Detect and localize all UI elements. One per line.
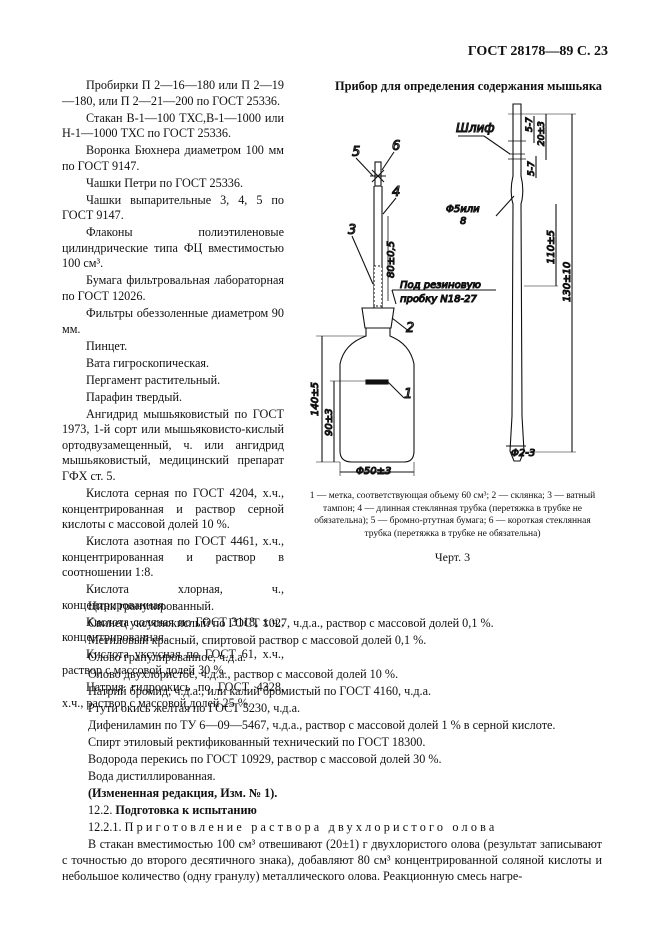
volume-mark (365, 379, 389, 385)
list-item: Пинцет. (86, 338, 128, 353)
dim-5-7-mid: 5-7 (527, 161, 537, 176)
list-item: Олово двухлористое, ч.д.а., раствор с ма… (88, 667, 399, 681)
figure-title: Прибор для определения содержания мышьяк… (335, 79, 602, 93)
list-item: Вата гигроскопическая. (86, 355, 210, 370)
reagent-list-full: Цинк гранулированный. Свинец уксуснокисл… (62, 598, 602, 885)
list-item: Чашки Петри по ГОСТ 25336. (86, 175, 244, 190)
list-item: Натрия гидроокись по ГОСТ 4328, х.ч., ра… (62, 680, 284, 710)
section-heading: 12.2. Подготовка к испытанию (62, 802, 602, 818)
list-item: Натрий бромид, ч.д.а., или калий бромист… (88, 684, 432, 698)
short-tube (374, 161, 382, 187)
label-6: 6 (392, 139, 400, 154)
list-item: Пергамент растительный. (86, 372, 221, 387)
list-item: Свинец уксуснокислый по ГОСТ 1027, ч.д.а… (88, 616, 494, 630)
list-item: Дифениламин по ТУ 6—09—5467, ч.д.а., рас… (88, 718, 556, 732)
flask-outline (339, 320, 415, 463)
list-item: Стакан В-1—100 ТХС,В-1—1000 или Н-1—1000… (62, 110, 284, 141)
body-paragraph: В стакан вместимостью 100 см³ отвешивают… (62, 837, 602, 883)
list-item: Фильтры обеззоленные диаметром 90 мм. (62, 306, 284, 336)
dim-20: 20±3 (537, 121, 547, 146)
list-item: Флаконы полиэтиленовые цилиндрические ти… (62, 225, 284, 271)
list-item: Водорода перекись по ГОСТ 10929, раствор… (88, 752, 442, 766)
list-item: Кислота азотная по ГОСТ 4461, х.ч., конц… (62, 534, 284, 580)
arsenic-apparatus-diagram: 5 6 4 3 2 1 Шлиф Под резиновую пробку N1… (309, 103, 576, 476)
label-3: 3 (348, 223, 356, 238)
list-item: Кислота уксусная по ГОСТ 61, х.ч., раств… (62, 647, 284, 678)
label-4: 4 (392, 185, 400, 200)
list-item: Метиловый красный, спиртовой раствор с м… (88, 633, 427, 647)
dim-90: 90±3 (324, 409, 335, 436)
dim-5-7-top: 5-7 (525, 117, 535, 132)
label-phi23: Φ2-3 (511, 448, 535, 459)
label-2: 2 (406, 321, 414, 336)
list-item: Бумага фильтровальная лабораторная по ГО… (62, 273, 284, 304)
label-5: 5 (352, 145, 360, 160)
list-item: Кислота соляная по ГОСТ 3118, х.ч., конц… (62, 614, 284, 645)
label-phi5b: 8 (460, 216, 466, 227)
figure-number: Черт. 3 (434, 550, 471, 564)
subsection-title: Приготовление раствора двухлористого оло… (124, 820, 498, 834)
cotton-swab (373, 265, 383, 307)
figure-caption: 1 — метка, соответствующая объему 60 см³… (309, 491, 596, 539)
dim-80: 80±0,5 (386, 241, 397, 278)
label-shlif: Шлиф (456, 121, 495, 135)
label-phi50: Φ50±3 (356, 466, 391, 476)
list-item: Спирт этиловый ректификованный техническ… (88, 735, 426, 749)
list-item: Чашки выпарительные 3, 4, 5 по ГОСТ 9147… (62, 192, 284, 223)
page-header: ГОСТ 28178—89 С. 23 (467, 44, 608, 59)
list-item: Ангидрид мышьяковистый по ГОСТ 1973, 1-й… (62, 406, 284, 483)
list-item: Кислота серная по ГОСТ 4204, х.ч., конце… (62, 485, 284, 532)
list-item: Воронка Бюхнера диаметром 100 мм по ГОСТ… (62, 143, 284, 173)
short-glass-tube (509, 103, 525, 462)
list-item: Парафин твердый. (86, 389, 183, 404)
list-item: Кислота хлорная, ч., концентрированная. (62, 582, 284, 612)
list-item: Олово гранулированное, ч.д.а. (88, 650, 246, 664)
label-phi5: Φ5или (446, 204, 480, 215)
list-item: Пробирки П 2—16—180 или П 2—19—180, или … (62, 78, 284, 108)
list-item: Ртути окись желтая по ГОСТ 5230, ч.д.а. (88, 701, 301, 715)
label-rubber-2: пробку N18-27 (400, 293, 477, 305)
label-1: 1 (404, 387, 412, 402)
rubber-stopper (361, 307, 395, 329)
amendment-note: (Измененная редакция, Изм. № 1). (88, 786, 278, 800)
dim-130: 130±10 (562, 262, 573, 302)
section-number: 12.2. (88, 803, 113, 817)
list-item: Вода дистиллированная. (88, 769, 216, 783)
subsection-heading: 12.2.1. Приготовление раствора двухлорис… (62, 819, 602, 835)
dim-140: 140±5 (310, 382, 321, 416)
equipment-list: Пробирки П 2—16—180 или П 2—19—180, или … (62, 78, 284, 713)
subsection-number: 12.2.1. (88, 820, 122, 834)
list-item: Цинк гранулированный. (88, 599, 214, 613)
dim-110: 110±5 (546, 230, 557, 264)
section-title: Подготовка к испытанию (115, 803, 257, 817)
label-rubber-1: Под резиновую (400, 280, 481, 291)
